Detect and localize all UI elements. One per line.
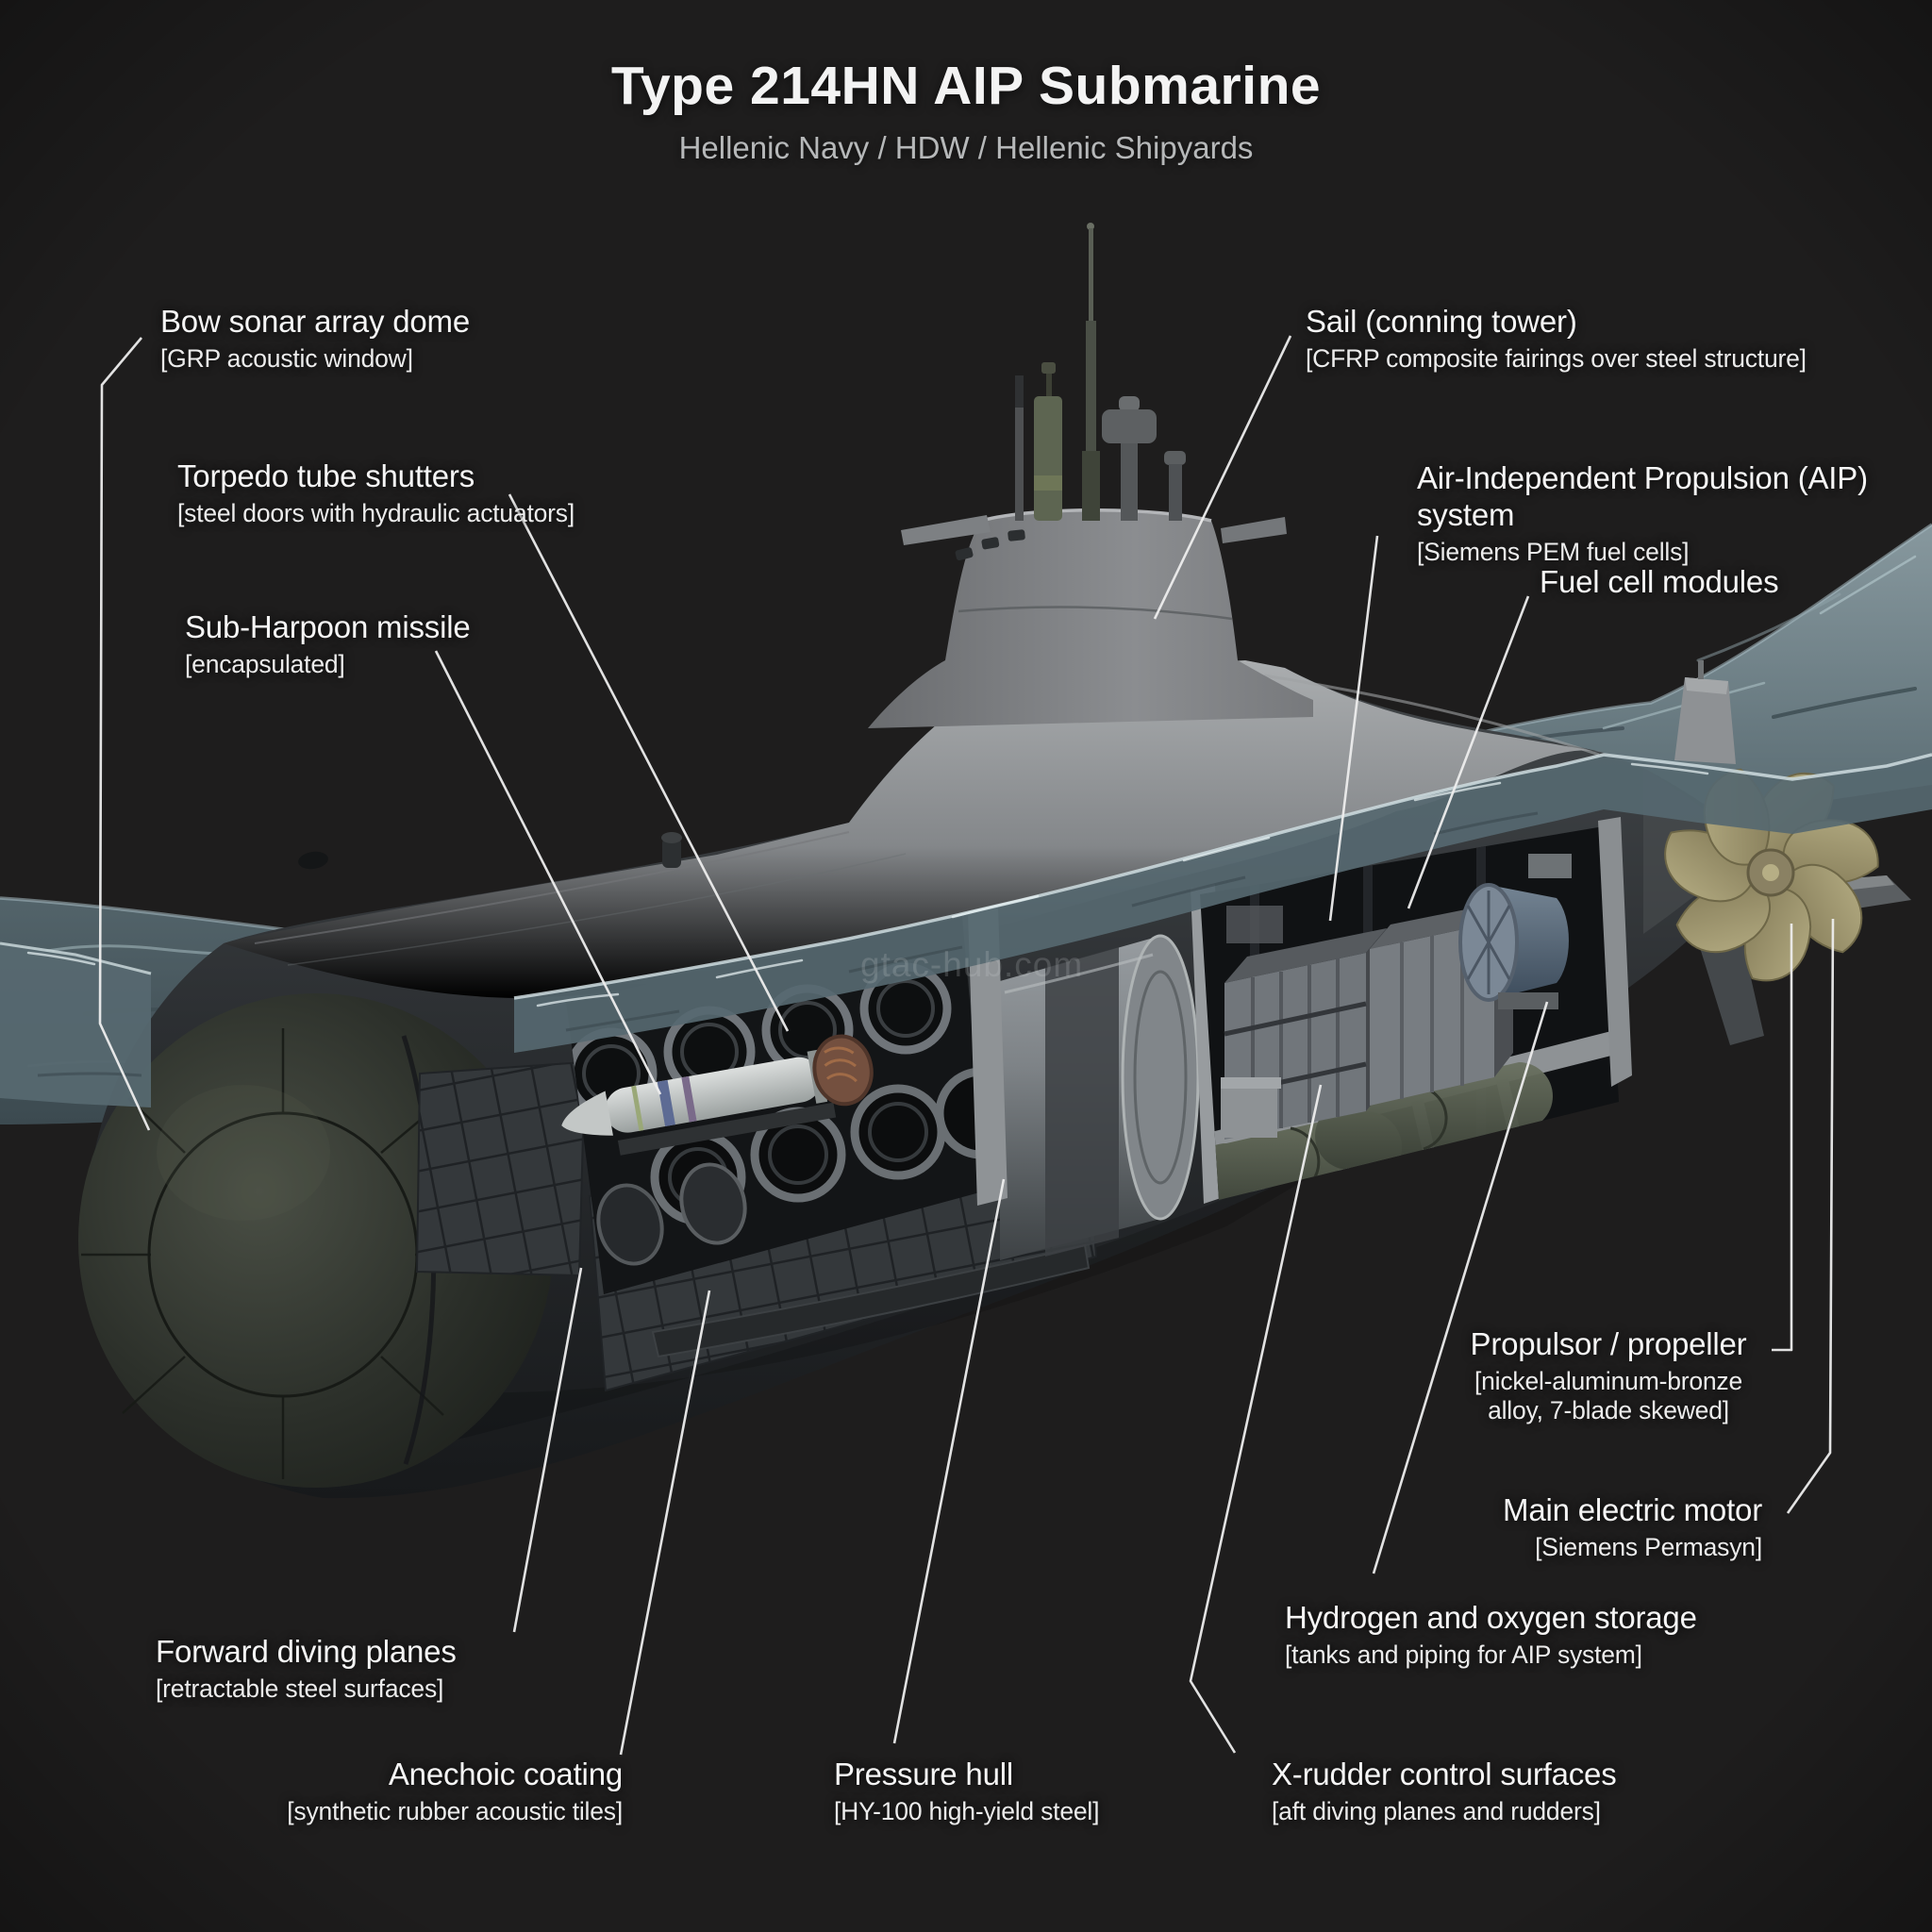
label-propulsor: Propulsor / propeller [nickel-aluminum-b…	[1453, 1326, 1764, 1425]
label-motor-title: Main electric motor	[1503, 1492, 1762, 1527]
label-forward-planes-title: Forward diving planes	[156, 1634, 457, 1669]
label-sail-title: Sail (conning tower)	[1306, 304, 1577, 339]
leader-sail	[1153, 335, 1292, 620]
leader-propulsor	[1772, 924, 1793, 1352]
label-forward-planes-detail: [retractable steel surfaces]	[156, 1674, 444, 1703]
leader-aip	[1328, 535, 1379, 922]
label-hydrogen: Hydrogen and oxygen storage [tanks and p…	[1285, 1600, 1697, 1670]
label-pressure-hull-title: Pressure hull	[834, 1757, 1013, 1791]
leader-fuel-cells	[1407, 595, 1530, 909]
page-subtitle: Hellenic Navy / HDW / Hellenic Shipyards	[678, 130, 1254, 165]
label-motor-detail: [Siemens Permasyn]	[1535, 1532, 1762, 1561]
label-bow-sonar: Bow sonar array dome [GRP acoustic windo…	[160, 304, 470, 374]
leader-bow-sonar	[98, 337, 151, 1131]
label-anechoic: Anechoic coating [synthetic rubber acous…	[179, 1757, 623, 1826]
label-torpedo-title: Torpedo tube shutters	[177, 458, 475, 493]
watermark: gtac-hub.com	[860, 945, 1084, 984]
label-sub-harpoon-title: Sub-Harpoon missile	[185, 609, 471, 644]
label-hydrogen-title: Hydrogen and oxygen storage	[1285, 1600, 1697, 1635]
leader-sub-harpoon	[434, 650, 662, 1095]
label-x-rudder-detail: [aft diving planes and rudders]	[1272, 1796, 1601, 1825]
label-aip: Air-Independent Propulsion (AIP) system …	[1417, 460, 1932, 567]
label-pressure-hull: Pressure hull [HY-100 high-yield steel]	[834, 1757, 1099, 1826]
label-fuel-cells: Fuel cell modules	[1540, 564, 1779, 601]
label-fuel-cells-title: Fuel cell modules	[1540, 564, 1779, 599]
page-title: Type 214HN AIP Submarine	[610, 56, 1322, 116]
leader-forward-planes	[512, 1267, 583, 1633]
label-hydrogen-detail: [tanks and piping for AIP system]	[1285, 1640, 1642, 1669]
leader-torpedo	[508, 493, 790, 1032]
label-aip-title: Air-Independent Propulsion (AIP) system	[1417, 460, 1868, 532]
label-x-rudder: X-rudder control surfaces [aft diving pl…	[1272, 1757, 1617, 1826]
label-sub-harpoon-detail: [encapsulated]	[185, 649, 345, 678]
leader-hydrogen	[1372, 1001, 1549, 1574]
label-aip-detail: [Siemens PEM fuel cells]	[1417, 537, 1690, 566]
label-bow-sonar-title: Bow sonar array dome	[160, 304, 470, 339]
label-propulsor-detail: [nickel-aluminum-bronze alloy, 7-blade s…	[1474, 1366, 1743, 1425]
leader-motor	[1786, 918, 1835, 1514]
label-sub-harpoon: Sub-Harpoon missile [encapsulated]	[185, 609, 471, 679]
leader-pressure-hull	[892, 1178, 1006, 1744]
leader-x-rudder	[1189, 1084, 1323, 1754]
label-propulsor-title: Propulsor / propeller	[1470, 1326, 1747, 1361]
label-sail-detail: [CFRP composite fairings over steel stru…	[1306, 343, 1807, 373]
leader-anechoic	[619, 1290, 711, 1756]
label-torpedo-detail: [steel doors with hydraulic actuators]	[177, 498, 575, 527]
leader-lines	[98, 335, 1835, 1756]
label-anechoic-title: Anechoic coating	[388, 1757, 623, 1791]
label-torpedo: Torpedo tube shutters [steel doors with …	[177, 458, 575, 528]
header: Type 214HN AIP Submarine Hellenic Navy /…	[0, 55, 1932, 166]
label-anechoic-detail: [synthetic rubber acoustic tiles]	[287, 1796, 623, 1825]
label-sail: Sail (conning tower) [CFRP composite fai…	[1306, 304, 1807, 374]
label-pressure-hull-detail: [HY-100 high-yield steel]	[834, 1796, 1100, 1825]
label-x-rudder-title: X-rudder control surfaces	[1272, 1757, 1617, 1791]
label-forward-planes: Forward diving planes [retractable steel…	[156, 1634, 457, 1704]
label-bow-sonar-detail: [GRP acoustic window]	[160, 343, 413, 373]
label-motor: Main electric motor [Siemens Permasyn]	[1385, 1492, 1762, 1562]
